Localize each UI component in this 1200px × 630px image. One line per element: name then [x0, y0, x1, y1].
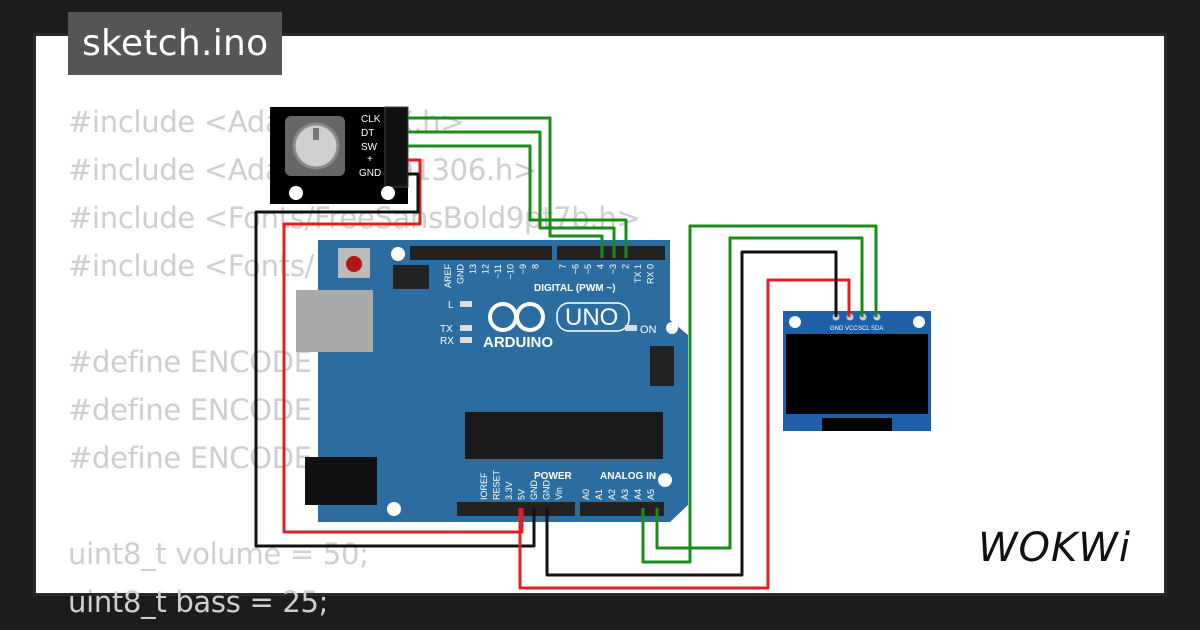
rotary-encoder[interactable]: CLK DT SW + GND: [270, 106, 409, 204]
reset-button[interactable]: [346, 256, 362, 272]
pin-label: RESET: [492, 469, 502, 500]
pin-label: A3: [620, 489, 630, 500]
tx-led: [460, 325, 472, 331]
rx-led-label: RX: [440, 336, 454, 347]
pin-label: ~9: [518, 264, 528, 274]
l-led-label: L: [448, 300, 454, 311]
pin-label: ~3: [608, 264, 618, 274]
oled-ribbon: [822, 418, 892, 431]
wire-clk[interactable]: [408, 116, 604, 258]
rx-led: [460, 337, 472, 343]
pin-label: ~6: [571, 264, 581, 274]
code-line: uint8_t bass = 25;: [68, 585, 329, 619]
on-led: [625, 325, 637, 331]
pin-label: 2: [621, 264, 631, 269]
pin-label: A1: [594, 489, 604, 500]
pin-label: A0: [581, 489, 591, 500]
pin-label: TX 1: [633, 264, 643, 283]
pin-label: 5V: [517, 489, 527, 500]
code-line: #include <Fonts/: [68, 249, 315, 283]
digital-header-right: [557, 246, 665, 260]
tx-led-label: TX: [440, 324, 453, 335]
pin-label: 4: [596, 264, 606, 269]
arduino-brand: ARDUINO: [483, 334, 553, 351]
oled-pin-label: VCC: [845, 326, 858, 332]
on-led-label: ON: [640, 324, 657, 336]
encoder-header: [384, 106, 409, 188]
encoder-pin-label: CLK: [361, 114, 381, 125]
pin-label: ~11: [493, 264, 503, 279]
analog-label: ANALOG IN: [600, 471, 656, 482]
arduino-model: UNO: [565, 304, 618, 331]
mount-hole: [289, 186, 303, 200]
mount-hole: [387, 502, 401, 516]
encoder-knob: [292, 122, 340, 170]
icsp2-header: [650, 346, 674, 386]
filename-tab[interactable]: sketch.ino: [68, 12, 283, 75]
usb-port: [296, 290, 373, 352]
code-line: #define ENCODE: [68, 441, 312, 475]
pin-label: A2: [607, 489, 617, 500]
pin-label: 7: [558, 264, 568, 269]
power-label: POWER: [534, 471, 573, 482]
pin-label: A4: [633, 489, 643, 500]
wire-oled-scl[interactable]: [655, 236, 864, 550]
mount-hole: [391, 247, 405, 261]
code-line: uint8_t volume = 50;: [68, 537, 369, 571]
power-header: [457, 502, 575, 516]
knob-notch: [313, 128, 319, 140]
pin-label: A5: [646, 489, 656, 500]
wire-oled-sda[interactable]: [641, 224, 878, 564]
pin-label: ~10: [506, 264, 516, 279]
pin-label: 8: [531, 264, 541, 269]
l-led: [460, 301, 472, 307]
wire-oled-gnd[interactable]: [545, 250, 838, 577]
pin-label: ~5: [583, 264, 593, 274]
oled-screen: [786, 334, 928, 414]
wokwi-logo: WOKWi: [978, 525, 1131, 571]
microcontroller-chip: [465, 412, 663, 459]
oled-display[interactable]: GND VCC SCL SDA: [783, 311, 931, 431]
oled-pin-label: SCL: [858, 326, 870, 332]
encoder-pin-label: DT: [361, 128, 374, 139]
analog-header: [580, 502, 664, 516]
wire-encoder-gnd[interactable]: [254, 172, 536, 548]
mount-hole: [658, 473, 672, 487]
mount-hole: [666, 322, 678, 334]
pin-label: GND: [529, 480, 539, 501]
mount-hole: [913, 316, 925, 328]
wire-oled-vcc[interactable]: [518, 278, 851, 590]
digital-header-left: [410, 246, 552, 260]
encoder-pin-label: GND: [359, 168, 381, 179]
digital-label: DIGITAL (PWM ~): [534, 283, 616, 294]
encoder-pin-label: +: [367, 154, 373, 165]
code-line: #define ENCODE: [68, 393, 312, 427]
pin-label: IOREF: [479, 472, 489, 500]
wire-encoder-vcc[interactable]: [282, 158, 524, 534]
code-line: #define ENCODE: [68, 345, 312, 379]
wire-sw[interactable]: [408, 144, 628, 258]
power-jack: [305, 457, 377, 505]
pin-label: AREF: [443, 264, 453, 289]
encoder-pin-label: SW: [361, 142, 378, 153]
wire-dt[interactable]: [408, 130, 616, 258]
oled-pin-label: GND: [830, 326, 844, 332]
pin-label: GND: [542, 480, 552, 501]
pin-label: 13: [468, 264, 478, 274]
pin-label: GND: [456, 264, 466, 285]
arduino-uno[interactable]: ARDUINO UNO ON L TX RX DIGITAL (PWM ~) P…: [296, 240, 688, 522]
uno-badge: [556, 302, 630, 332]
mount-hole: [789, 316, 801, 328]
pin-label: Vin: [554, 487, 564, 500]
icsp-header: [393, 265, 429, 289]
pin-label: 12: [481, 264, 491, 274]
pin-label: 3.3V: [504, 481, 514, 500]
oled-pin-label: SDA: [871, 326, 883, 332]
mount-hole: [381, 186, 395, 200]
pin-label: RX 0: [646, 264, 656, 284]
arduino-logo: [488, 302, 545, 332]
